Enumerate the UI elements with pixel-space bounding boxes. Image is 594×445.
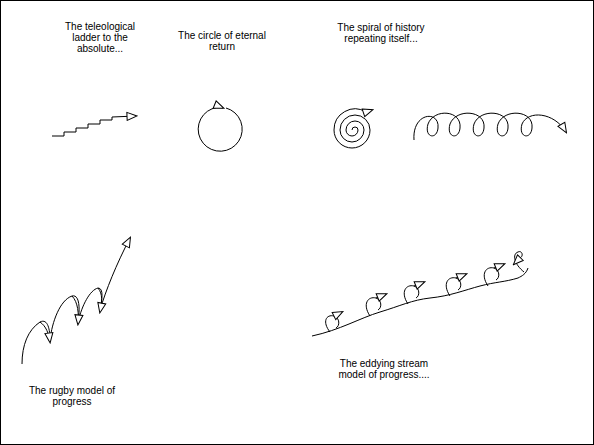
rugby-backstep [98,288,102,312]
coil-figure [414,113,566,140]
figure-label: The rugby model of progress [20,385,124,407]
circle-figure [198,107,242,151]
eddy-figure [366,294,386,316]
figure-label: The eddying stream model of progress.... [336,358,432,380]
stream-figure [312,268,528,336]
eddy-figure [484,264,504,286]
ladder-figure [52,116,136,136]
eddy-figure [446,274,466,296]
rugby-figure [22,238,130,364]
eddy-figure [514,252,524,272]
spiral-figure [334,109,372,148]
figure-label: The teleological ladder to the absolute.… [54,21,146,54]
eddy-figure [326,312,342,332]
rugby-backstep [40,322,50,342]
figure-label: The circle of eternal return [166,30,278,52]
eddy-figure [404,282,424,304]
figure-label: The spiral of history repeating itself..… [320,22,442,44]
rugby-backstep [72,296,78,324]
